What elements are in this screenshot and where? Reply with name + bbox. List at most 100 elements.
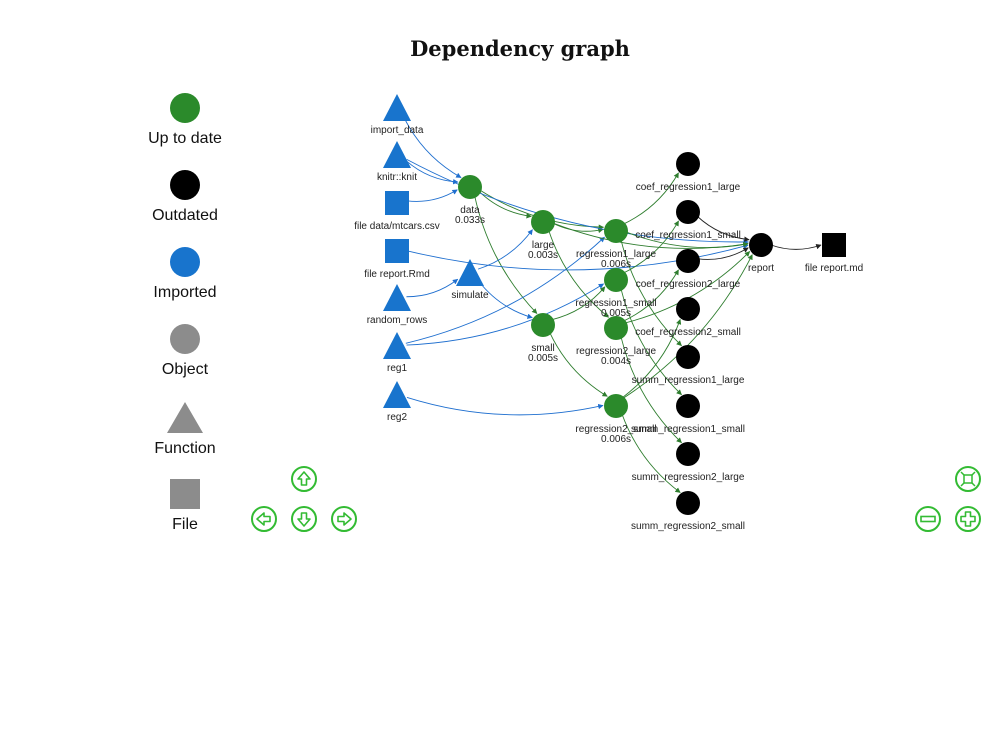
node-label: data	[460, 205, 480, 216]
node-label: file report.Rmd	[364, 269, 430, 280]
edge-regression1_small-to-summ_regression1_small	[620, 288, 682, 396]
node-coef_regression2_large[interactable]: coef_regression2_large	[636, 249, 741, 290]
node-label: regression2_small	[575, 424, 656, 435]
legend-item-up-to-date: Up to date	[140, 93, 230, 148]
legend-item-file: File	[140, 479, 230, 534]
up-to-date-circle-icon	[170, 93, 200, 123]
edge-coef_regression2_large-to-report	[697, 247, 749, 260]
node-circle-icon	[676, 345, 700, 369]
node-report[interactable]: report	[748, 233, 774, 274]
node-circle-icon	[458, 175, 482, 199]
node-circle-icon	[604, 394, 628, 418]
node-circle-icon	[676, 297, 700, 321]
node-circle-icon	[676, 249, 700, 273]
node-circle-icon	[531, 210, 555, 234]
node-time: 0.005s	[528, 353, 558, 364]
edge-small-to-regression1_small	[551, 286, 606, 321]
node-summ_regression2_large[interactable]: summ_regression2_large	[632, 442, 745, 483]
node-circle-icon	[604, 268, 628, 292]
edge-data-to-small	[474, 195, 538, 314]
pan-down-button[interactable]	[291, 506, 317, 532]
legend-item-imported: Imported	[140, 247, 230, 302]
legend-item-function: Function	[140, 402, 230, 458]
function-triangle-icon	[383, 332, 411, 359]
node-knitr_knit[interactable]: knitr::knit	[377, 141, 417, 183]
legend-label: Object	[161, 361, 209, 378]
edge-regression2_small-to-summ_regression2_small	[621, 413, 681, 493]
file-square-icon	[385, 239, 409, 263]
node-label: knitr::knit	[377, 172, 417, 183]
node-reg2[interactable]: reg2	[383, 381, 411, 423]
node-time: 0.005s	[601, 308, 631, 319]
pan-left-button[interactable]	[251, 506, 277, 532]
node-coef_regression2_small[interactable]: coef_regression2_small	[635, 297, 741, 338]
edge-regression2_small-to-report	[622, 254, 753, 399]
node-import_data[interactable]: import_data	[371, 94, 424, 136]
pan-right-button[interactable]	[331, 506, 357, 532]
zoom-out-button[interactable]	[915, 506, 941, 532]
zoom-in-icon	[960, 511, 976, 527]
legend-label: File	[172, 516, 198, 533]
edge-small-to-regression2_small	[549, 332, 608, 397]
legend-label: Up to date	[148, 130, 222, 147]
node-coef_regression1_small[interactable]: coef_regression1_small	[635, 200, 741, 241]
edge-regression1_large-to-coef_regression1_large	[623, 172, 679, 225]
node-summ_regression2_small[interactable]: summ_regression2_small	[631, 491, 745, 532]
edge-regression2_large-to-report	[624, 251, 751, 324]
edge-regression2_large-to-summ_regression2_large	[620, 336, 682, 444]
imported-circle-icon	[170, 247, 200, 277]
edge-reg2-to-regression2_small	[406, 396, 604, 416]
node-random_rows[interactable]: random_rows	[367, 284, 428, 326]
fit-view-button[interactable]	[955, 466, 981, 492]
node-circle-icon	[604, 316, 628, 340]
node-label: summ_regression2_large	[632, 472, 745, 483]
node-time: 0.004s	[601, 356, 631, 367]
edge-reg1-to-regression1_large	[405, 236, 605, 344]
node-label: regression2_large	[576, 346, 656, 357]
function-triangle-icon	[383, 381, 411, 408]
edge-regression1_small-to-coef_regression1_small	[623, 220, 679, 274]
node-label: file data/mtcars.csv	[354, 221, 440, 232]
legend-label: Outdated	[152, 207, 218, 224]
node-label: regression1_small	[575, 298, 656, 309]
node-time: 0.003s	[528, 250, 558, 261]
edge-regression1_large-to-report	[625, 231, 749, 249]
node-label: small	[531, 343, 554, 354]
node-label: reg1	[387, 363, 407, 374]
node-label: summ_regression1_large	[632, 375, 745, 386]
node-time: 0.033s	[455, 215, 485, 226]
fit-icon	[960, 471, 976, 487]
function-triangle-icon	[383, 94, 411, 121]
outdated-circle-icon	[170, 170, 200, 200]
node-file_report_md[interactable]: file report.md	[805, 233, 863, 274]
node-simulate[interactable]: simulate	[451, 259, 489, 301]
page-title: Dependency graph	[410, 36, 630, 61]
file-square-icon	[170, 479, 200, 509]
node-label: reg2	[387, 412, 407, 423]
node-label: random_rows	[367, 315, 428, 326]
edge-report-to-file_report_md	[770, 244, 822, 250]
pan-up-button[interactable]	[291, 466, 317, 492]
edge-coef_regression1_small-to-report	[696, 215, 750, 242]
arrow-down-icon	[297, 512, 311, 527]
node-coef_regression1_large[interactable]: coef_regression1_large	[636, 152, 741, 193]
node-label: report	[748, 263, 774, 274]
zoom-in-button[interactable]	[955, 506, 981, 532]
node-file_data[interactable]: file data/mtcars.csv	[354, 191, 440, 232]
legend-item-object: Object	[140, 324, 230, 379]
function-triangle-icon	[383, 141, 411, 168]
file-square-icon	[822, 233, 846, 257]
node-summ_regression1_small[interactable]: summ_regression1_small	[631, 394, 745, 435]
node-summ_regression1_large[interactable]: summ_regression1_large	[632, 345, 745, 386]
node-file_report_rmd[interactable]: file report.Rmd	[364, 239, 430, 280]
node-reg1[interactable]: reg1	[383, 332, 411, 374]
